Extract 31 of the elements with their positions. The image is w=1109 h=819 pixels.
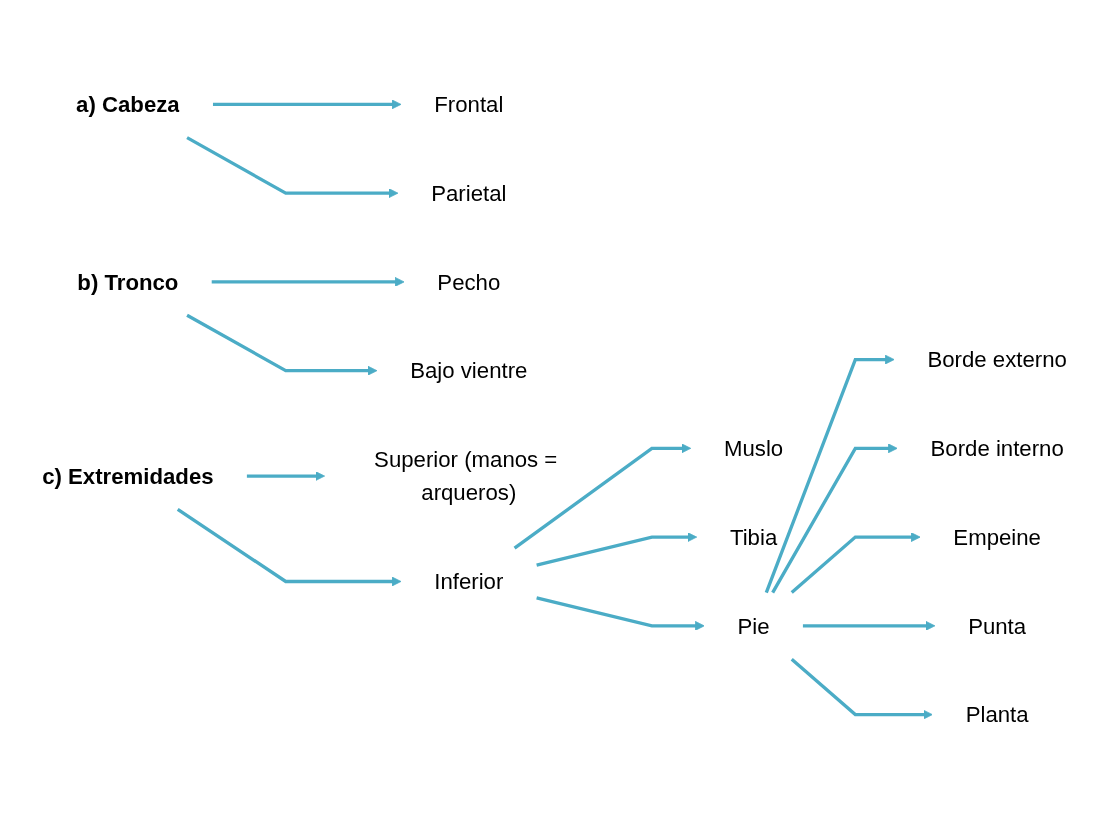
node-text: Pie <box>737 613 770 639</box>
arrow <box>536 596 705 631</box>
arrow <box>212 99 402 110</box>
node-text: c) Extremidades <box>42 463 214 489</box>
arrow <box>246 471 325 481</box>
node-text: Empeine <box>953 524 1041 550</box>
arrow <box>764 354 895 594</box>
node-text: Muslo <box>723 436 784 461</box>
arrow <box>513 443 692 550</box>
node-text: Superior (manos = arqueros) <box>374 447 558 505</box>
node-text: Parietal <box>431 180 507 206</box>
node-text: a) Cabeza <box>76 92 180 117</box>
node-text: Pecho <box>437 269 501 295</box>
arrow <box>802 621 936 631</box>
node-text: Punta <box>968 613 1027 639</box>
arrow <box>186 136 399 198</box>
node-text: Borde externo <box>927 347 1067 372</box>
node-text: Planta <box>965 702 1029 727</box>
node-text: Tibia <box>729 524 778 550</box>
node-text: Bajo vientre <box>410 358 528 383</box>
arrow <box>790 532 921 594</box>
node-text: b) Tronco <box>77 269 179 295</box>
arrow <box>790 657 933 720</box>
arrow <box>186 313 378 376</box>
arrow <box>771 443 898 594</box>
node-text: Frontal <box>434 92 504 117</box>
arrow <box>211 277 405 287</box>
node-text: Inferior <box>434 569 504 594</box>
arrow <box>536 532 698 567</box>
arrow <box>176 507 402 587</box>
node-text: Borde interno <box>930 436 1064 461</box>
